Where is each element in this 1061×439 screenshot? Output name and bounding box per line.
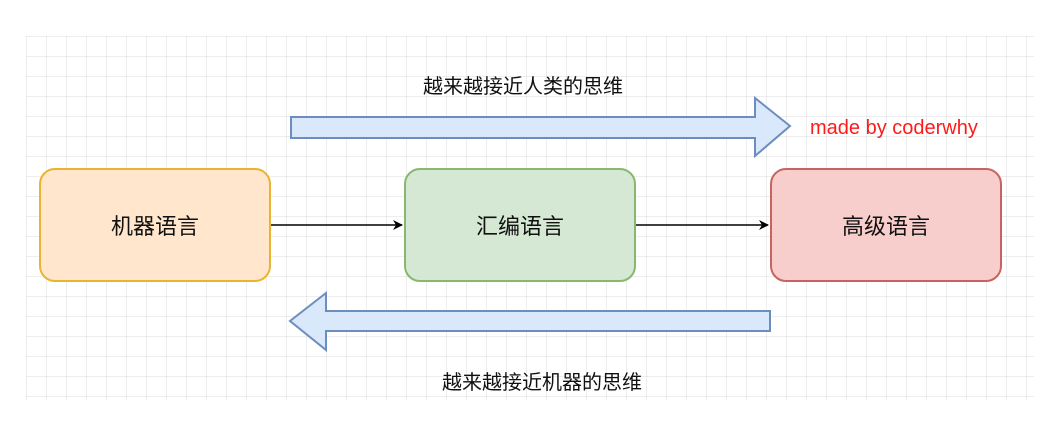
node-label: 汇编语言: [475, 215, 564, 240]
node-label: 高级语言: [841, 215, 930, 240]
watermark-text: made by coderwhy: [810, 117, 978, 139]
node-assembly-language: 汇编语言: [404, 168, 636, 282]
node-machine-language: 机器语言: [39, 168, 271, 282]
top-caption: 越来越接近人类的思维: [423, 74, 623, 98]
node-high-level-language: 高级语言: [770, 168, 1002, 282]
left-block-arrow: [288, 290, 771, 353]
node-label: 机器语言: [110, 215, 199, 240]
right-block-arrow: [290, 95, 792, 159]
bottom-caption: 越来越接近机器的思维: [442, 370, 642, 394]
